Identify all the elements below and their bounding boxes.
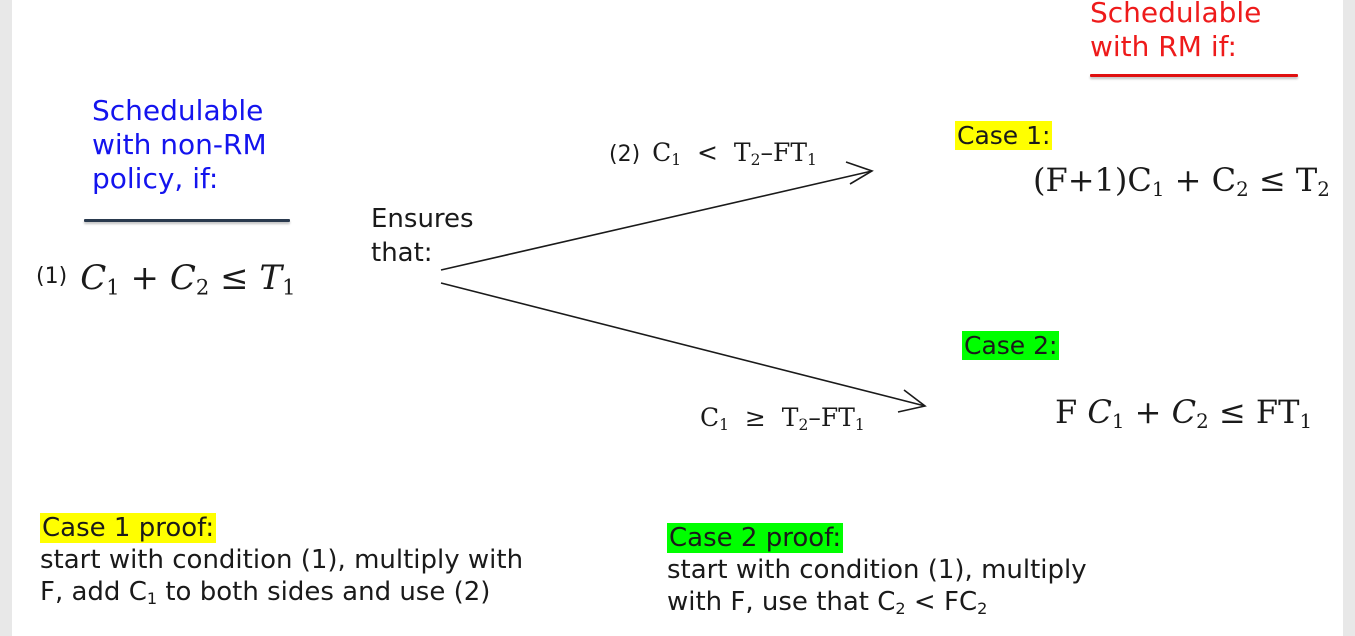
condition-1: (1) C1 + C2 ≤ T1 <box>36 258 296 302</box>
lower-arrow-head <box>897 389 927 413</box>
case-2-label: Case 2: <box>962 331 1060 360</box>
ensures-line1: Ensures <box>371 204 474 234</box>
upper-arrow-shaft <box>440 170 873 271</box>
condition-1-formula: C1 + C2 ≤ T1 <box>80 258 296 300</box>
case-1-proof: Case 1 proof: start with condition (1), … <box>40 512 523 608</box>
upper-arrow-head <box>845 161 874 185</box>
non-rm-heading-line3: policy, if: <box>92 162 219 195</box>
non-rm-heading-line1: Schedulable <box>92 94 264 127</box>
condition-1-label: (1) <box>36 264 68 289</box>
condition-2-label: (2) <box>609 142 641 167</box>
rm-heading-underline <box>1090 74 1298 77</box>
condition-2: (2) C1 < T2–FT1 <box>609 138 817 169</box>
case-1-proof-label: Case 1 proof: <box>40 513 217 543</box>
lower-arrow-shaft <box>440 282 926 407</box>
case-1-proof-line1: start with condition (1), multiply with <box>40 545 524 575</box>
ensures-line2: that: <box>371 238 433 268</box>
case-2-proof-line1: start with condition (1), multiply <box>667 555 1087 585</box>
non-rm-heading: Schedulable with non-RM policy, if: <box>92 94 267 196</box>
condition-2-formula: C1 < T2–FT1 <box>652 138 817 169</box>
non-rm-heading-underline <box>84 219 290 222</box>
case-1-proof-line2: F, add C1 to both sides and use (2) <box>40 577 491 609</box>
case-1-formula: (F+1)C1 + C2 ≤ T2 <box>1033 161 1330 201</box>
case-2-proof: Case 2 proof: start with condition (1), … <box>667 522 1087 618</box>
ensures-label: Ensures that: <box>371 202 474 270</box>
rm-heading-line1: Schedulable <box>1090 0 1262 29</box>
case-1-label: Case 1: <box>955 121 1053 150</box>
condition-2-negated: C1 ≥ T2–FT1 <box>700 403 865 434</box>
case-2-formula: F C1 + C2 ≤ FT1 <box>1055 393 1313 433</box>
rm-heading: Schedulable with RM if: <box>1090 0 1261 64</box>
rm-heading-line2: with RM if: <box>1090 30 1237 63</box>
case-2-proof-line2: with F, use that C2 < FC2 <box>667 587 988 619</box>
case-2-proof-label: Case 2 proof: <box>667 523 844 553</box>
non-rm-heading-line2: with non-RM <box>92 128 267 161</box>
